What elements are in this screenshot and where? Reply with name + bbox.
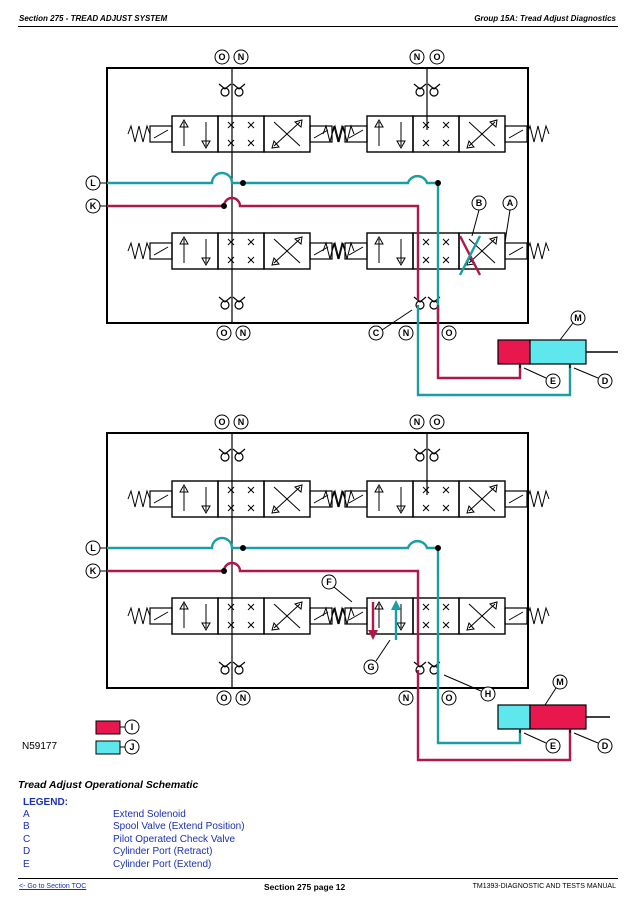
svg-text:N: N xyxy=(240,328,247,338)
top-manifold-outline xyxy=(106,67,529,324)
callout-e-bottom: E xyxy=(523,732,561,754)
top-cylinder-extend-chamber xyxy=(497,339,531,365)
svg-text:N: N xyxy=(403,693,410,703)
pressure-swatch xyxy=(95,720,121,735)
bottom-line-l xyxy=(107,536,440,685)
callout-k-top: K xyxy=(85,198,107,214)
callout-n-top-lower: N xyxy=(235,325,251,341)
callout-f: F xyxy=(321,574,353,603)
callout-o-bottom-lower: O xyxy=(216,690,232,706)
manual-title: TM1393-DIAGNOSTIC AND TESTS MANUAL xyxy=(472,883,616,890)
footer-rule xyxy=(18,878,618,879)
callout-n-bottom-left: N xyxy=(233,414,249,430)
top-cylinder-retract-chamber xyxy=(529,339,587,365)
callout-n-bottom-lower: N xyxy=(235,690,251,706)
callout-n-bottom-right: N xyxy=(409,414,425,430)
svg-text:L: L xyxy=(90,543,96,553)
bottom-cylinder-extend-chamber xyxy=(497,704,531,730)
svg-text:L: L xyxy=(90,178,96,188)
svg-text:N: N xyxy=(403,328,410,338)
svg-text:N: N xyxy=(414,417,421,427)
callout-o-bottom-port: O xyxy=(441,690,457,706)
bottom-manifold-outline xyxy=(106,432,529,689)
svg-text:B: B xyxy=(476,198,483,208)
callout-d-top: D xyxy=(573,367,613,389)
callout-l-bottom: L xyxy=(85,540,107,556)
svg-text:H: H xyxy=(485,689,492,699)
svg-text:D: D xyxy=(602,741,609,751)
svg-text:K: K xyxy=(90,566,97,576)
tread-adjust-schematic: O N N O O N L K B A C N O M E D xyxy=(85,49,618,762)
top-line-l xyxy=(107,171,440,320)
header-rule xyxy=(18,26,618,27)
svg-text:O: O xyxy=(433,417,440,427)
svg-text:A: A xyxy=(507,198,514,208)
callout-o-top-port: O xyxy=(441,325,457,341)
go-to-section-toc-link[interactable]: <- Go to Section TOC xyxy=(19,883,87,890)
svg-text:O: O xyxy=(220,328,227,338)
svg-text:E: E xyxy=(550,376,556,386)
callout-o-bottom-left: O xyxy=(214,414,230,430)
callout-n-bottom-port: N xyxy=(398,690,414,706)
svg-text:K: K xyxy=(90,201,97,211)
figure-caption: Tread Adjust Operational Schematic xyxy=(18,779,199,791)
svg-text:O: O xyxy=(220,693,227,703)
svg-text:N: N xyxy=(238,52,245,62)
top-line-k xyxy=(107,196,420,300)
callout-o-top-lower: O xyxy=(216,325,232,341)
svg-text:O: O xyxy=(445,693,452,703)
svg-text:N: N xyxy=(414,52,421,62)
callout-l-top: L xyxy=(85,175,107,191)
svg-text:O: O xyxy=(445,328,452,338)
callout-o-top-right: O xyxy=(429,49,445,65)
svg-text:F: F xyxy=(326,577,332,587)
callout-i: I xyxy=(131,722,134,732)
callout-e-top: E xyxy=(523,367,561,389)
svg-text:M: M xyxy=(574,313,582,323)
svg-text:C: C xyxy=(373,328,380,338)
figure-id: N59177 xyxy=(22,741,58,752)
callout-n-top-left: N xyxy=(233,49,249,65)
section-header: Section 275 - TREAD ADJUST SYSTEM xyxy=(19,14,168,23)
bottom-line-k xyxy=(107,561,420,665)
bottom-cylinder-retract-chamber xyxy=(529,704,587,730)
callout-a: A xyxy=(502,195,518,243)
bottom-schematic: O N N O O N L K F G N O H M E D xyxy=(85,414,613,762)
svg-text:G: G xyxy=(367,662,374,672)
callout-o-bottom-right: O xyxy=(429,414,445,430)
svg-text:M: M xyxy=(556,677,564,687)
callout-d-bottom: D xyxy=(573,732,613,754)
svg-text:O: O xyxy=(218,52,225,62)
svg-text:O: O xyxy=(218,417,225,427)
svg-text:O: O xyxy=(433,52,440,62)
callout-n-top-right: N xyxy=(409,49,425,65)
svg-text:N: N xyxy=(238,417,245,427)
callout-c: C xyxy=(368,309,413,341)
callout-h: H xyxy=(443,674,496,702)
svg-text:N: N xyxy=(240,693,247,703)
top-schematic: O N N O O N L K B A C N O M E D xyxy=(85,49,618,397)
callout-o-top-left: O xyxy=(214,49,230,65)
group-header: Group 15A: Tread Adjust Diagnostics xyxy=(474,14,616,23)
callout-m-top: M xyxy=(559,310,586,341)
callout-n-top-port: N xyxy=(398,325,414,341)
callout-m-bottom: M xyxy=(544,674,568,706)
callout-j: J xyxy=(129,742,134,752)
return-swatch xyxy=(95,740,121,755)
page-number: Section 275 page 12 xyxy=(264,882,346,892)
svg-text:D: D xyxy=(602,376,609,386)
callout-b: B xyxy=(471,195,487,237)
callout-g: G xyxy=(363,639,391,675)
legend-title: LEGEND: xyxy=(23,797,68,808)
svg-text:E: E xyxy=(550,741,556,751)
callout-k-bottom: K xyxy=(85,563,107,579)
color-key: I J xyxy=(95,719,140,755)
